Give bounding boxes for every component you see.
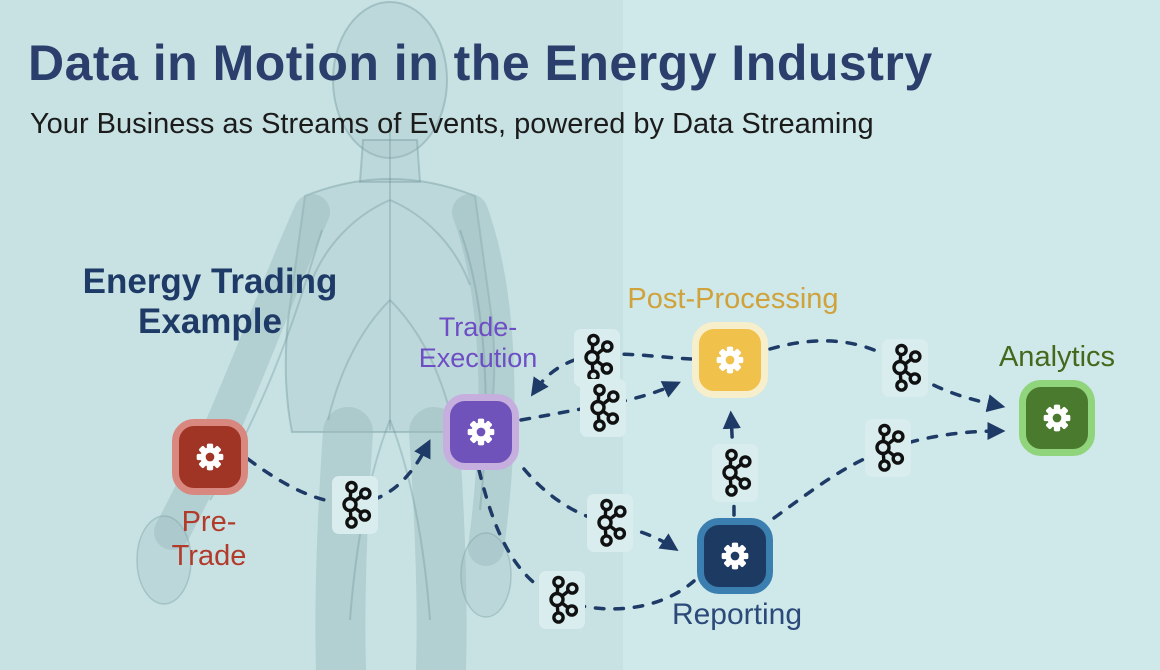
kafka-icon — [539, 571, 585, 629]
analytics-label: Analytics — [957, 341, 1157, 375]
post-processing-node — [692, 322, 768, 398]
pre-trade-label-line1: Pre- — [181, 506, 237, 538]
trade-execution-label-line2: Execution — [418, 343, 538, 374]
kafka-icon — [865, 419, 911, 477]
human-body-watermark — [136, 1, 515, 670]
gear-icon — [467, 418, 495, 446]
kafka-icon — [587, 494, 633, 552]
diagram-heading: Energy Trading Example — [55, 262, 365, 342]
trade-execution-node — [443, 394, 519, 470]
trade-execution-label-line1: Trade- — [438, 312, 518, 342]
pre-trade-label: Pre- Trade — [129, 506, 289, 573]
kafka-icon — [580, 379, 626, 437]
post-processing-label-text: Post-Processing — [627, 283, 839, 315]
post-processing-label: Post-Processing — [603, 283, 863, 317]
kafka-icon — [882, 339, 928, 397]
kafka-icon — [332, 476, 378, 534]
gear-icon — [716, 346, 744, 374]
gear-icon — [721, 542, 749, 570]
edge-tradeexecution-to-postprocessing — [519, 381, 681, 422]
kafka-icon — [712, 444, 758, 502]
background-left-panel — [0, 0, 623, 670]
page-subtitle: Your Business as Streams of Events, powe… — [30, 108, 874, 140]
reporting-label-text: Reporting — [671, 598, 803, 631]
gear-icon — [196, 443, 224, 471]
analytics-label-text: Analytics — [998, 341, 1116, 373]
reporting-label: Reporting — [637, 598, 837, 633]
diagram-heading-line2: Example — [138, 301, 282, 341]
kafka-icon — [574, 329, 620, 387]
pre-trade-label-line2: Trade — [171, 539, 247, 572]
trade-execution-label: Trade- Execution — [368, 312, 588, 375]
edge-reporting-to-analytics — [772, 421, 1006, 520]
analytics-node — [1019, 380, 1095, 456]
page-title: Data in Motion in the Energy Industry — [28, 35, 933, 91]
gear-icon — [1043, 404, 1071, 432]
diagram-heading-line1: Energy Trading — [82, 262, 338, 301]
reporting-node — [697, 518, 773, 594]
pre-trade-node — [172, 419, 248, 495]
